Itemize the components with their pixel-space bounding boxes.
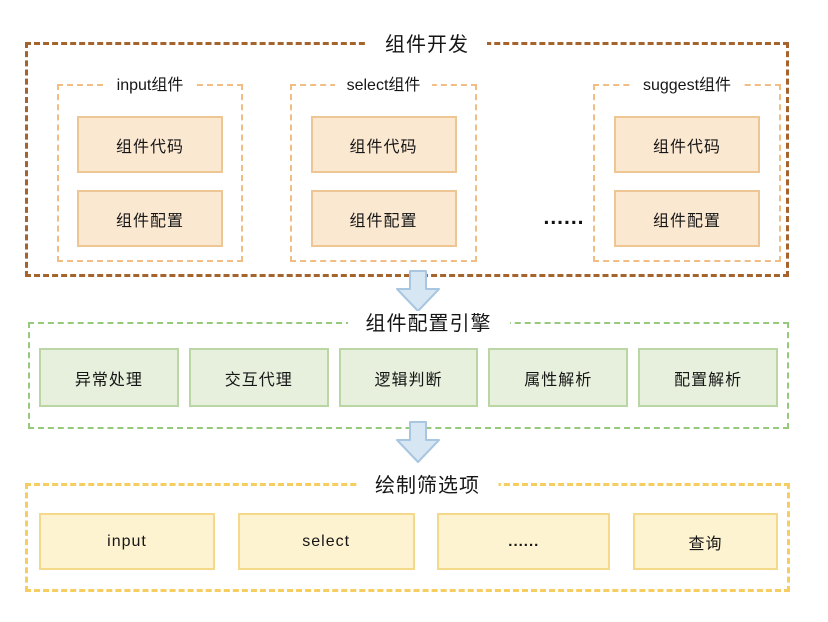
component-box-select-label: select组件 (334, 75, 433, 97)
module-config-parsing: 配置解析 (638, 348, 778, 407)
component-box-suggest-label: suggest组件 (630, 75, 744, 97)
filter-item-query: 查询 (632, 513, 778, 570)
module-attribute-parsing: 属性解析 (488, 348, 629, 407)
engine-modules-row: 异常处理 交互代理 逻辑判断 属性解析 配置解析 (30, 324, 787, 427)
card-component-config: 组件配置 (614, 190, 760, 247)
filter-item-ellipsis: ...... (437, 513, 611, 570)
component-box-input-label: input组件 (104, 75, 196, 97)
card-component-config: 组件配置 (310, 190, 457, 247)
section-config-engine: 组件配置引擎 异常处理 交互代理 逻辑判断 属性解析 配置解析 (28, 311, 789, 429)
ellipsis-more-components: ...... (543, 206, 585, 229)
card-component-config: 组件配置 (77, 190, 223, 247)
section-render-filters: 绘制筛选项 input select ...... 查询 (25, 473, 790, 592)
filter-item-select: select (237, 513, 415, 570)
down-arrow-icon (396, 270, 440, 312)
component-box-suggest: suggest组件 组件代码 组件配置 (593, 75, 781, 262)
section-component-dev-title: 组件开发 (367, 32, 487, 58)
section-config-engine-title: 组件配置引擎 (347, 311, 510, 337)
filter-items-row: input select ...... 查询 (28, 486, 787, 589)
card-component-code: 组件代码 (310, 116, 457, 173)
section-component-dev: 组件开发 input组件 组件代码 组件配置 select组件 组件代码 组件配… (25, 32, 789, 277)
module-interaction-proxy: 交互代理 (188, 348, 329, 407)
component-box-select: select组件 组件代码 组件配置 (290, 75, 477, 262)
card-component-code: 组件代码 (614, 116, 760, 173)
module-logic-judgment: 逻辑判断 (338, 348, 479, 407)
card-component-code: 组件代码 (77, 116, 223, 173)
down-arrow-icon (396, 421, 440, 463)
filter-item-input: input (39, 513, 215, 570)
module-exception-handling: 异常处理 (39, 348, 179, 407)
component-box-input: input组件 组件代码 组件配置 (57, 75, 243, 262)
section-render-filters-title: 绘制筛选项 (357, 473, 498, 499)
